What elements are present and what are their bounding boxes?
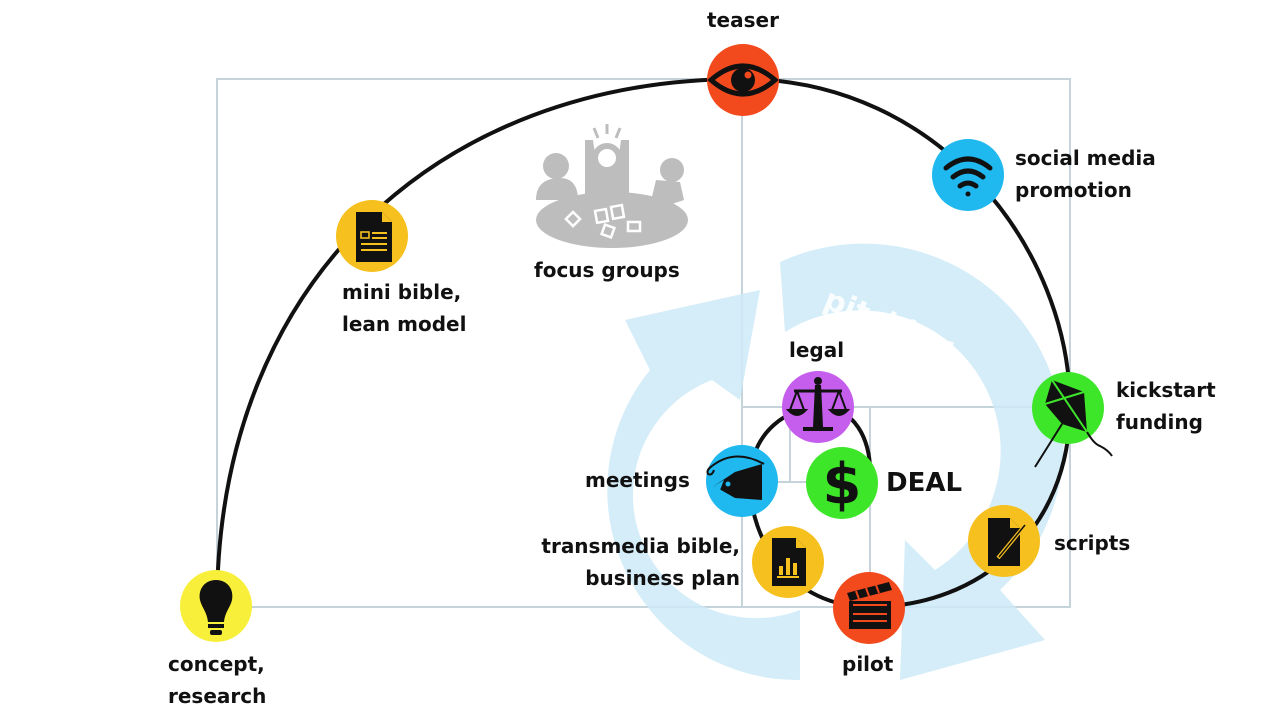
label-teaser: teaser [707, 8, 779, 32]
label-scripts: scripts [1054, 531, 1131, 555]
label-legal: legal [789, 338, 845, 362]
label-kickstart: kickstart funding [1116, 378, 1216, 434]
stage-deal[interactable]: $ [806, 447, 878, 519]
cycle-arrow-left [607, 290, 800, 681]
stage-meetings[interactable] [706, 445, 778, 517]
stage-transmedia[interactable] [752, 526, 824, 598]
stage-legal[interactable] [782, 371, 854, 443]
stage-teaser[interactable] [707, 44, 779, 116]
label-transmedia: transmedia bible, business plan [541, 534, 740, 590]
clapperboard-icon [847, 582, 892, 629]
stage-focus-groups[interactable] [536, 124, 688, 248]
label-social-media: social media promotion [1015, 146, 1156, 202]
spiral-path [215, 76, 1073, 610]
stage-scripts[interactable] [968, 505, 1040, 577]
grid-outer-rect [216, 78, 1071, 608]
stage-kickstart[interactable] [1032, 372, 1113, 468]
stage-pilot[interactable] [833, 572, 905, 644]
stage-mini-bible[interactable] [336, 200, 408, 272]
label-mini-bible: mini bible, lean model [342, 280, 467, 336]
label-focus-groups: focus groups [534, 258, 680, 282]
label-pilot: pilot [842, 652, 894, 676]
eye-icon [707, 63, 779, 97]
stage-concept[interactable] [180, 570, 252, 642]
scales-icon [785, 377, 851, 431]
label-concept: concept, research [168, 652, 267, 708]
label-meetings: meetings [585, 468, 690, 492]
chart-document-icon [772, 538, 806, 586]
script-pen-icon [988, 518, 1028, 566]
wifi-icon [943, 156, 993, 197]
stage-social-media[interactable] [932, 139, 1004, 211]
kite-icon [1034, 379, 1113, 468]
fish-hook-icon [706, 455, 765, 500]
lightbulb-icon [199, 580, 233, 635]
focus-group-icon [536, 124, 688, 248]
label-deal: DEAL [886, 468, 963, 498]
dollar-icon: $ [823, 452, 862, 517]
document-icon [356, 212, 392, 262]
